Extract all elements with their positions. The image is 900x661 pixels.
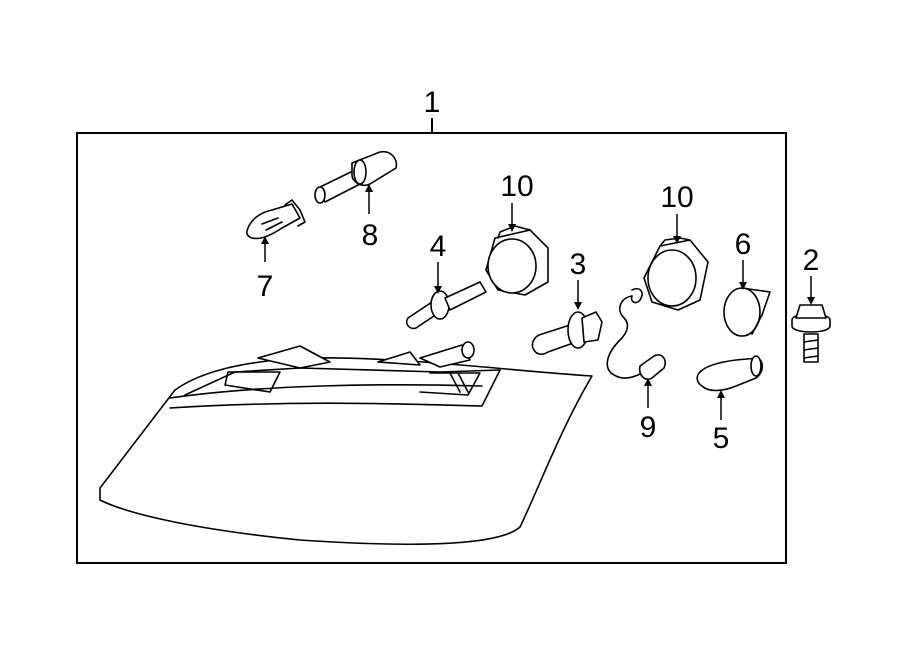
bulb-socket-right [643, 237, 709, 311]
hid-bulb [314, 150, 398, 204]
callout-10-right: 10 [660, 181, 693, 214]
mounting-bolt [791, 304, 831, 363]
pigtail-harness [606, 287, 667, 381]
callout-2: 2 [803, 244, 820, 277]
callout-10-left: 10 [500, 170, 533, 203]
wedge-bulb [246, 199, 306, 240]
bulb-socket-left [485, 225, 549, 296]
callout-3: 3 [570, 248, 587, 281]
callout-4: 4 [430, 230, 447, 263]
callout-9: 9 [640, 411, 657, 444]
headlamp-assembly [99, 341, 593, 545]
callout-6: 6 [735, 228, 752, 261]
bulb-5 [696, 355, 764, 392]
flanged-bulb [405, 281, 487, 330]
bulb-3 [531, 311, 603, 355]
leader-arrows [261, 184, 815, 420]
callout-7: 7 [257, 270, 274, 303]
callout-5: 5 [713, 422, 730, 455]
callout-1: 1 [424, 86, 441, 119]
bulb-6 [723, 287, 771, 337]
callout-8: 8 [362, 219, 379, 252]
